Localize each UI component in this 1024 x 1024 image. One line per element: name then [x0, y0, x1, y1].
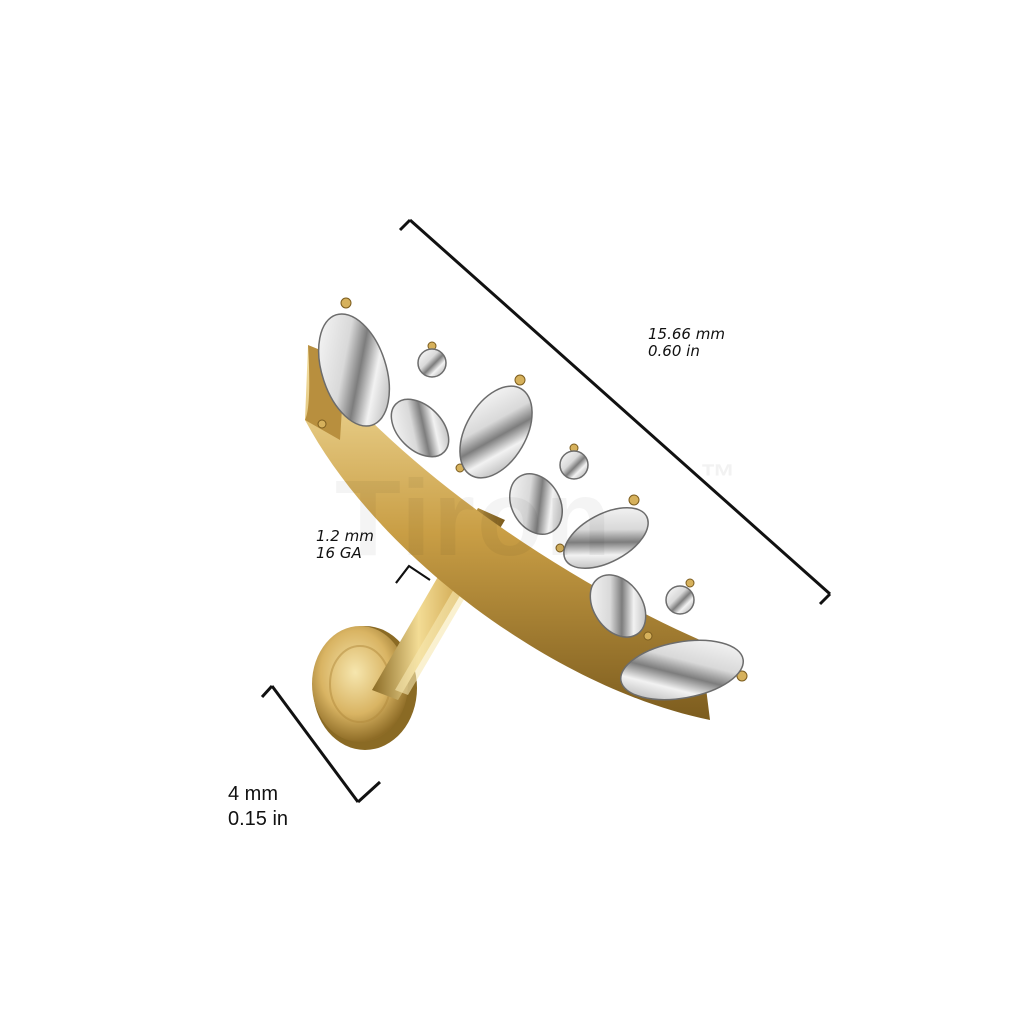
- gauge-indicator: [395, 564, 431, 584]
- disc-back: [312, 626, 417, 750]
- length-mm: 15.66 mm: [648, 325, 725, 343]
- watermark: Tiron: [335, 455, 613, 580]
- crystal-stones: [317, 313, 745, 701]
- gauge-ga: 16 GA: [316, 544, 362, 563]
- gauge-dimension-label: 1.2 mm 16 GA: [316, 527, 374, 563]
- length-in: 0.60 in: [648, 342, 700, 361]
- disc-mm: 4 mm: [228, 783, 278, 805]
- disc-dimension-label: 4 mm 0.15 in: [228, 782, 288, 832]
- gauge-mm: 1.2 mm: [316, 527, 374, 545]
- disc-dimension-line: [260, 684, 382, 804]
- disc-in: 0.15 in: [228, 808, 289, 830]
- length-dimension-label: 15.66 mm 0.60 in: [648, 325, 725, 361]
- length-dimension-line: [398, 218, 832, 606]
- watermark-trademark: ™: [700, 456, 736, 497]
